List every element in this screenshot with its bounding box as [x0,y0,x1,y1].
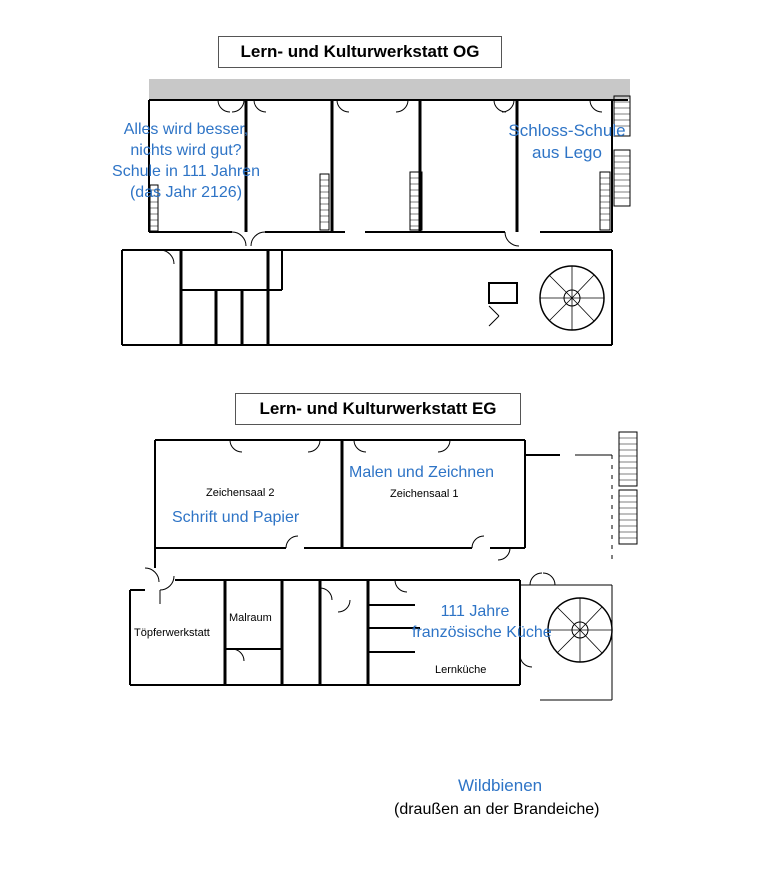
eg-floor-plan [129,431,638,701]
eg-title: Lern- und Kulturwerkstatt EG [235,393,521,425]
eg-project-kueche: 111 Jahre französische Küche [412,601,552,643]
og-project-left-line-1: Alles wird besser, [123,121,249,138]
eg-project-kueche-line-2: französische Küche [412,624,552,641]
room-label-zeichensaal-2: Zeichensaal 2 [206,487,275,499]
og-project-left-line-3: Schule in 111 Jahren [112,163,260,180]
eg-project-schrift: Schrift und Papier [172,509,300,526]
og-project-future-school: Alles wird besser, nichts wird gut? Schu… [96,119,276,203]
og-floor-plan [121,79,631,346]
outdoor-location: (draußen an der Brandeiche) [394,801,600,818]
outdoor-project-wildbienen: Wildbienen [458,776,543,795]
room-label-toepferwerkstatt: Töpferwerkstatt [134,627,210,639]
og-project-left-line-4: (das Jahr 2126) [129,184,243,201]
room-label-malraum: Malraum [229,612,272,624]
og-project-right-line-2: aus Lego [532,143,602,162]
og-project-right-line-1: Schloss-Schule [508,121,626,140]
eg-project-kueche-line-1: 111 Jahre [440,603,510,620]
eg-title-text: Lern- und Kulturwerkstatt EG [259,399,497,418]
room-label-lernkueche: Lernküche [435,664,487,676]
eg-project-malen: Malen und Zeichnen [349,464,494,481]
og-project-left-line-2: nichts wird gut? [130,142,242,159]
og-project-lego-castle: Schloss-Schule aus Lego [492,120,642,164]
og-title-text: Lern- und Kulturwerkstatt OG [240,42,480,61]
room-label-zeichensaal-1: Zeichensaal 1 [390,488,459,500]
og-title: Lern- und Kulturwerkstatt OG [218,36,502,68]
og-roof-band [149,79,630,99]
